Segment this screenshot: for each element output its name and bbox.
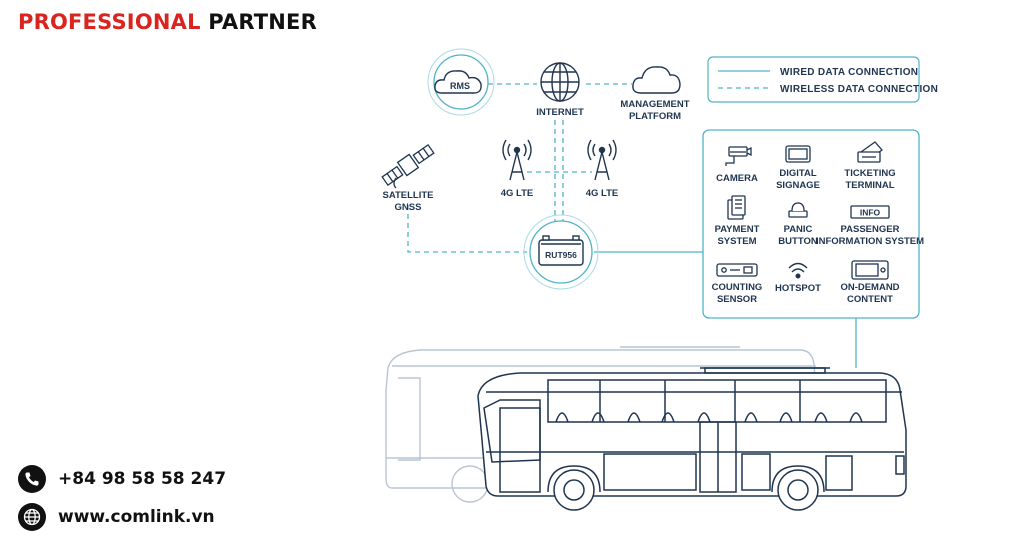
device-ticketing-line1: TICKETING	[844, 168, 895, 179]
lte-right-label: 4G LTE	[586, 188, 619, 199]
cloud-icon	[632, 66, 681, 94]
device-pis-line2: INFORMATION SYSTEM	[816, 236, 924, 247]
device-panic-line1: PANIC	[784, 224, 813, 235]
device-signage-line1: DIGITAL	[779, 168, 816, 179]
legend-wireless-label: WIRELESS DATA CONNECTION	[780, 84, 938, 95]
website-url[interactable]: www.comlink.vn	[58, 507, 215, 527]
device-hotspot-label: HOTSPOT	[775, 283, 821, 294]
legend: WIRED DATA CONNECTION WIRELESS DATA CONN…	[707, 56, 938, 103]
on-demand-content-icon	[851, 260, 889, 280]
device-payment-line2: SYSTEM	[717, 236, 756, 247]
wifi-icon	[788, 262, 808, 279]
device-payment-line1: PAYMENT	[715, 224, 760, 235]
lte-tower-right: 4G LTE	[586, 139, 619, 199]
device-counting-line2: SENSOR	[717, 294, 757, 305]
phone-contact[interactable]: +84 98 58 58 247	[18, 465, 226, 493]
internet-label: INTERNET	[536, 107, 584, 118]
router-icon	[538, 235, 584, 266]
camera-icon	[725, 146, 752, 166]
info-sign-icon: INFO	[850, 205, 890, 219]
counting-sensor-icon	[716, 263, 758, 277]
router-label: RUT956	[545, 250, 577, 260]
info-sign-text: INFO	[860, 208, 881, 218]
devices-panel: CAMERA DIGITAL SIGNAGE TICKETING TERMINA…	[702, 129, 924, 319]
satellite-label-line1: SATELLITE	[382, 190, 433, 201]
device-pis-line1: PASSENGER	[841, 224, 900, 235]
rms-cloud-icon	[434, 70, 482, 94]
device-signage-line2: SIGNAGE	[776, 180, 820, 191]
satellite-router-link	[407, 205, 527, 253]
router-node: RUT956	[523, 214, 599, 290]
brand-title-part1: PROFESSIONAL	[18, 10, 201, 34]
device-panic-line2: BUTTON	[778, 236, 818, 247]
phone-icon	[18, 465, 46, 493]
lte-tower-left: 4G LTE	[501, 139, 534, 199]
device-counting-line1: COUNTING	[712, 282, 763, 293]
ticketing-terminal-icon	[857, 141, 883, 163]
cell-tower-icon	[502, 139, 532, 181]
globe-icon	[18, 503, 46, 531]
panic-button-icon	[788, 202, 808, 218]
phone-number[interactable]: +84 98 58 58 247	[58, 469, 227, 489]
cell-tower-icon	[587, 139, 617, 181]
brand-title-part2: PARTNER	[208, 10, 317, 34]
internet-node: INTERNET	[536, 62, 584, 118]
brand-title: PROFESSIONAL PARTNER	[18, 10, 317, 34]
satellite-icon	[381, 143, 435, 189]
satellite-label-line2: GNSS	[395, 202, 422, 213]
rms-label: RMS	[450, 81, 470, 91]
management-label-line2: PLATFORM	[629, 111, 681, 122]
rms-node: RMS	[427, 48, 495, 116]
management-label-line1: MANAGEMENT	[620, 99, 689, 110]
globe-network-icon	[540, 62, 580, 102]
device-camera-label: CAMERA	[716, 173, 758, 184]
lte-left-label: 4G LTE	[501, 188, 534, 199]
website-contact[interactable]: www.comlink.vn	[18, 503, 215, 531]
device-ondemand-line2: CONTENT	[847, 294, 893, 305]
device-ondemand-line1: ON-DEMAND	[840, 282, 899, 293]
bus-illustration	[477, 367, 907, 511]
device-ticketing-line2: TERMINAL	[845, 180, 894, 191]
legend-wired-label: WIRED DATA CONNECTION	[780, 67, 918, 78]
satellite-node: SATELLITE GNSS	[381, 143, 435, 213]
digital-signage-icon	[785, 145, 811, 163]
payment-system-icon	[727, 195, 746, 220]
management-platform-node: MANAGEMENT PLATFORM	[620, 66, 690, 122]
